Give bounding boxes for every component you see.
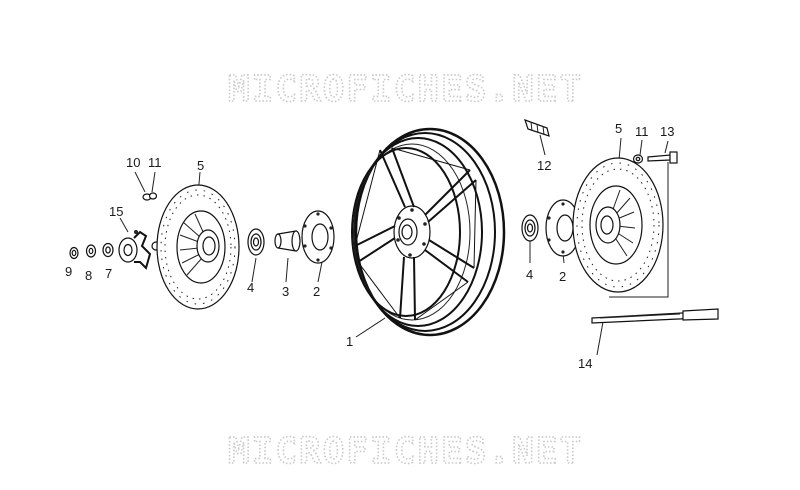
label-part-9: 9: [65, 264, 72, 279]
label-part-10: 10: [126, 155, 140, 170]
part-5-brake-disc-left: [156, 184, 240, 310]
part-12-balance-weight: [524, 119, 550, 137]
label-part-1: 1: [346, 334, 353, 349]
watermark-bottom: MICROFICHES.NET: [228, 431, 583, 472]
part-4-bearing-left: [247, 228, 265, 256]
part-15-speedometer-drive: [118, 230, 161, 270]
part-1-wheel-rim: [351, 127, 506, 337]
leader-lines: [119, 134, 669, 356]
label-part-2-left: 2: [313, 284, 320, 299]
label-part-7: 7: [105, 266, 112, 281]
wheel-spokes: [354, 147, 477, 321]
part-14-wheel-axle: [591, 308, 719, 324]
label-part-8: 8: [85, 268, 92, 283]
part-4-bearing-right: [521, 214, 539, 242]
label-part-15: 15: [109, 204, 123, 219]
label-part-14: 14: [578, 356, 592, 371]
part-13-bolt: [647, 151, 678, 164]
label-part-3: 3: [282, 284, 289, 299]
part-9-nut: [69, 246, 79, 260]
label-part-2-right: 2: [559, 269, 566, 284]
label-part-5-right: 5: [615, 121, 622, 136]
label-part-11-right: 11: [635, 124, 649, 139]
label-part-12: 12: [537, 158, 551, 173]
part-labels: 1 2 2 3 4 4 5 5 7 8 9 10 11 11 12 13 14 …: [65, 121, 674, 371]
label-part-4-left: 4: [247, 280, 254, 295]
part-3-spacer: [274, 230, 301, 252]
part-11-washer-right: [632, 154, 644, 164]
part-7-spacer: [102, 242, 114, 258]
part-8-washer: [85, 244, 97, 258]
part-5-brake-disc-right: [572, 157, 664, 293]
part-11-washer-left: [148, 192, 158, 200]
part-2-flange-left: [301, 210, 335, 264]
label-part-4-right: 4: [526, 267, 533, 282]
label-part-11-left: 11: [148, 155, 162, 170]
watermark-top: MICROFICHES.NET: [228, 69, 583, 110]
label-part-5-left: 5: [197, 158, 204, 173]
label-part-13: 13: [660, 124, 674, 139]
